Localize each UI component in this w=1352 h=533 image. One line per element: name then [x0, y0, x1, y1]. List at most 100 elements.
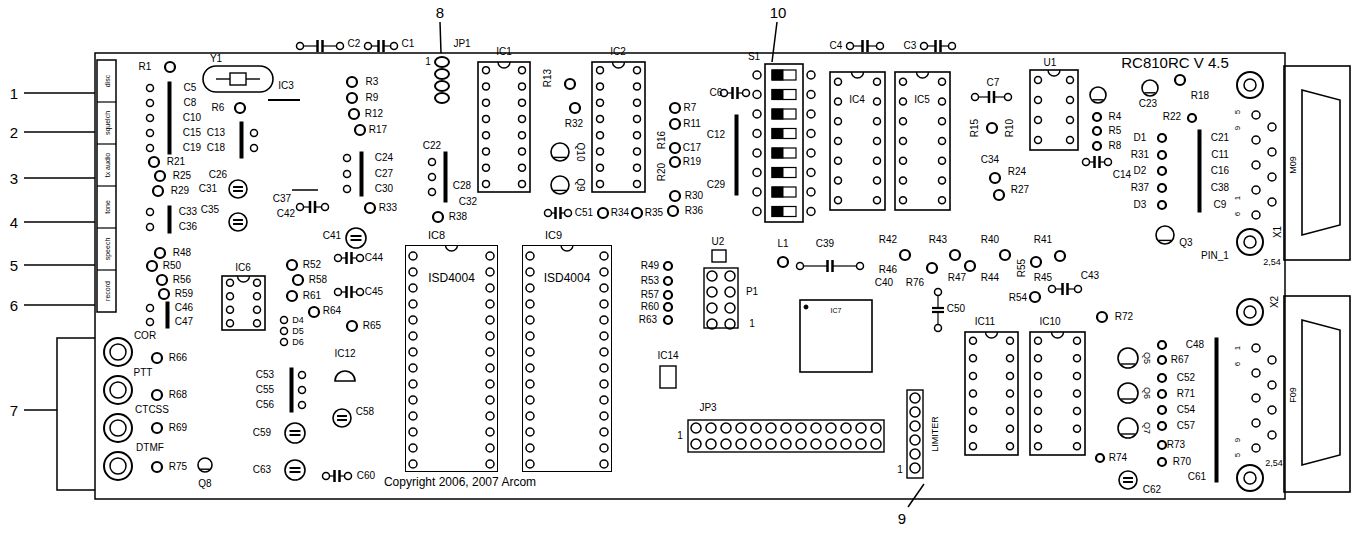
part-label: U1: [1044, 58, 1057, 68]
ic-pin: [600, 412, 608, 420]
capacitor-bank: [735, 115, 738, 195]
switch-lever: [772, 90, 783, 100]
solder-pad: [147, 145, 154, 152]
header-pin: [725, 271, 735, 281]
callout-number: 4: [10, 215, 18, 230]
ic-pin: [600, 332, 608, 340]
callout-line: [24, 221, 95, 223]
capacitor-bank: [168, 82, 171, 154]
ic-pin: [970, 408, 977, 415]
header-pin: [725, 287, 735, 297]
pcb-outline: [95, 53, 1285, 499]
part-label: 1: [749, 319, 755, 329]
solder-pad: [281, 317, 288, 324]
part-label: LIMITER: [931, 416, 940, 452]
part-label: Copyright 2006, 2007 Arcom: [384, 476, 536, 488]
capacitor-plate: [350, 286, 353, 298]
ic-pin: [600, 380, 608, 388]
header-pin: [910, 449, 920, 459]
solder-pad: [147, 130, 154, 137]
resistor-pad: [670, 157, 680, 167]
part-label: R66: [169, 353, 187, 363]
part-label: R7: [684, 103, 697, 113]
ic-pin: [483, 180, 490, 187]
solder-pad: [1075, 286, 1082, 293]
ic-pin: [486, 380, 494, 388]
part-label: tone: [104, 200, 111, 214]
part-label: C35: [201, 205, 219, 215]
part-label: R76: [906, 278, 924, 288]
solder-pad: [147, 100, 154, 107]
header-pin: [707, 319, 717, 329]
part-label: R15: [970, 119, 980, 137]
resistor-pad: [1158, 441, 1166, 449]
crystal-outline: [203, 66, 273, 92]
chip-part-number: ISD4004: [406, 246, 497, 284]
ic-pin: [900, 78, 907, 85]
header-outline: [907, 390, 923, 478]
dsub-shell: [1302, 320, 1340, 465]
ic-pin: [526, 412, 534, 420]
part-label: 1: [1234, 196, 1242, 200]
transistor-outline: [1118, 418, 1138, 438]
ic-pin: [486, 428, 494, 436]
solder-pad: [743, 90, 750, 97]
resistor-pad: [965, 261, 975, 271]
solder-pad: [344, 171, 351, 178]
part-label: C46: [175, 303, 193, 313]
ic-pin: [900, 118, 907, 125]
part-label: 9: [1234, 438, 1242, 442]
ic-pin: [227, 279, 234, 286]
chip-part-number: ISD4004: [523, 246, 611, 284]
header-pin: [706, 439, 716, 449]
part-label: R22: [1163, 112, 1181, 122]
switch-slot: [772, 168, 796, 178]
resistor-pad: [670, 143, 680, 153]
resistor-pad: [670, 191, 680, 201]
ic-pin: [409, 444, 417, 452]
ic-pin: [900, 138, 907, 145]
part-label: R73: [1167, 440, 1185, 450]
ic-pin: [1007, 443, 1014, 450]
to92-outline: [335, 371, 355, 381]
ic-pin: [486, 364, 494, 372]
part-label: C22: [423, 141, 441, 151]
connector-pin: [1268, 148, 1276, 156]
part-label: R50: [163, 261, 181, 271]
resistor-pad: [1093, 113, 1101, 121]
part-label: R46: [879, 265, 897, 275]
header-pin: [910, 463, 920, 473]
ic-outline: [965, 332, 1018, 455]
part-label: R18: [1191, 91, 1209, 101]
ic-pin: [486, 460, 494, 468]
ic-outline: [592, 62, 645, 192]
ic-pin: [483, 132, 490, 139]
part-label: C31: [199, 184, 217, 194]
transistor-flat: [1092, 99, 1103, 100]
ic-pin: [970, 372, 977, 379]
part-label: P1: [746, 287, 758, 297]
switch-lever: [772, 148, 783, 158]
capacitor-plate: [351, 239, 362, 241]
ic-pin: [835, 98, 842, 105]
ic-pin: [600, 348, 608, 356]
header-pin: [826, 423, 836, 433]
part-label: R42: [879, 235, 897, 245]
solder-pad: [1049, 286, 1056, 293]
part-label: R60: [641, 302, 659, 312]
ic-pin: [1035, 372, 1042, 379]
connector-pin: [1268, 198, 1276, 206]
part-label: Q10: [575, 143, 585, 162]
electrolytic-capacitor: [1119, 471, 1137, 489]
ic-pin: [1035, 77, 1042, 84]
capacitor-plate: [831, 260, 834, 272]
part-label: speech: [104, 238, 111, 261]
chip-notch: [238, 276, 250, 282]
capacitor-lead: [994, 96, 1005, 97]
connector-pin: [1252, 394, 1260, 402]
ic-pin: [526, 428, 534, 436]
ic-pin: [526, 284, 534, 292]
resistor-pad: [1158, 374, 1166, 382]
part-label: C32: [459, 197, 477, 207]
switch-pin: [753, 188, 761, 196]
